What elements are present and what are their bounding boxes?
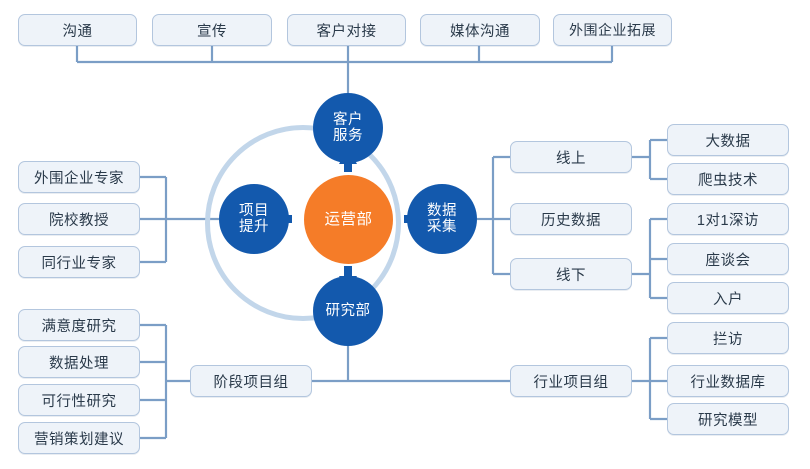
node-label-line2: 提升 xyxy=(239,219,269,235)
method-box-one-on-one-interview[interactable]: 1对1深访 xyxy=(667,203,789,235)
method-box-label: 1对1深访 xyxy=(696,212,760,229)
task-box-marketing-plan-advice[interactable]: 营销策划建议 xyxy=(18,422,140,454)
node-label-line1: 数据 xyxy=(427,202,457,219)
node-research-dept[interactable]: 研究部 xyxy=(313,276,383,346)
top-box-promotion[interactable]: 宣传 xyxy=(152,14,272,46)
node-label-line1: 客户 xyxy=(333,111,363,128)
top-box-label: 沟通 xyxy=(62,23,93,40)
node-label-line2: 采集 xyxy=(427,219,457,235)
right-box-label: 线下 xyxy=(556,267,586,284)
task-box-data-processing[interactable]: 数据处理 xyxy=(18,346,140,378)
task-box-label: 可行性研究 xyxy=(41,393,117,410)
node-project-upgrade[interactable]: 项目 提升 xyxy=(219,184,289,254)
node-label: 运营部 xyxy=(324,210,373,228)
method-box-home-visit[interactable]: 入户 xyxy=(667,282,789,314)
task-box-label: 营销策划建议 xyxy=(34,431,124,448)
resource-box-label: 研究模型 xyxy=(698,412,758,429)
right-box-label: 历史数据 xyxy=(541,212,601,229)
node-label-line2: 服务 xyxy=(333,128,363,144)
top-box-communication[interactable]: 沟通 xyxy=(18,14,137,46)
method-box-crawler-tech[interactable]: 爬虫技术 xyxy=(667,163,789,195)
top-box-label: 客户对接 xyxy=(316,23,377,40)
task-box-satisfaction-research[interactable]: 满意度研究 xyxy=(18,309,140,341)
task-box-label: 满意度研究 xyxy=(41,318,117,335)
resource-box-industry-database[interactable]: 行业数据库 xyxy=(667,365,789,397)
resource-box-research-model[interactable]: 研究模型 xyxy=(667,403,789,435)
left-box-label: 院校教授 xyxy=(49,212,109,229)
top-box-label: 媒体沟通 xyxy=(450,23,510,40)
right-box-historical-data[interactable]: 历史数据 xyxy=(510,203,632,235)
resource-box-label: 行业数据库 xyxy=(690,374,766,391)
right-box-offline[interactable]: 线下 xyxy=(510,258,632,290)
left-box-external-enterprise-expert[interactable]: 外围企业专家 xyxy=(18,161,140,193)
top-box-label: 外围企业拓展 xyxy=(569,22,656,38)
group-box-phase-project-group[interactable]: 阶段项目组 xyxy=(190,365,312,397)
left-box-label: 同行业专家 xyxy=(41,255,117,272)
right-box-online[interactable]: 线上 xyxy=(510,141,632,173)
resource-box-label: 拦访 xyxy=(713,331,743,348)
top-box-external-enterprise-expansion[interactable]: 外围企业拓展 xyxy=(553,14,672,46)
node-data-collection[interactable]: 数据 采集 xyxy=(407,184,477,254)
node-label-line1: 项目 xyxy=(239,202,269,219)
group-box-label: 阶段项目组 xyxy=(213,374,289,391)
top-box-customer-liaison[interactable]: 客户对接 xyxy=(287,14,406,46)
method-box-label: 入户 xyxy=(713,291,743,308)
right-box-label: 线上 xyxy=(556,150,586,167)
method-box-label: 爬虫技术 xyxy=(698,172,758,189)
method-box-focus-group[interactable]: 座谈会 xyxy=(667,243,789,275)
group-box-industry-project-group[interactable]: 行业项目组 xyxy=(510,365,632,397)
task-box-label: 数据处理 xyxy=(49,355,109,372)
method-box-big-data[interactable]: 大数据 xyxy=(667,124,789,156)
resource-box-intercept-interview[interactable]: 拦访 xyxy=(667,322,789,354)
left-box-same-industry-expert[interactable]: 同行业专家 xyxy=(18,246,140,278)
node-hub-operations[interactable]: 运营部 xyxy=(304,175,393,264)
top-box-label: 宣传 xyxy=(197,23,227,40)
node-label: 项目 提升 xyxy=(239,203,269,235)
node-label: 数据 采集 xyxy=(427,203,457,235)
node-label: 研究部 xyxy=(325,302,371,319)
method-box-label: 座谈会 xyxy=(705,252,751,269)
group-box-label: 行业项目组 xyxy=(533,374,609,391)
node-label: 客户 服务 xyxy=(333,112,363,144)
top-box-media-communication[interactable]: 媒体沟通 xyxy=(420,14,540,46)
hub-ring xyxy=(205,125,401,321)
method-box-label: 大数据 xyxy=(705,133,751,150)
task-box-feasibility-research[interactable]: 可行性研究 xyxy=(18,384,140,416)
left-box-label: 外围企业专家 xyxy=(34,170,124,187)
node-customer-service[interactable]: 客户 服务 xyxy=(313,93,383,163)
left-box-university-professor[interactable]: 院校教授 xyxy=(18,203,140,235)
